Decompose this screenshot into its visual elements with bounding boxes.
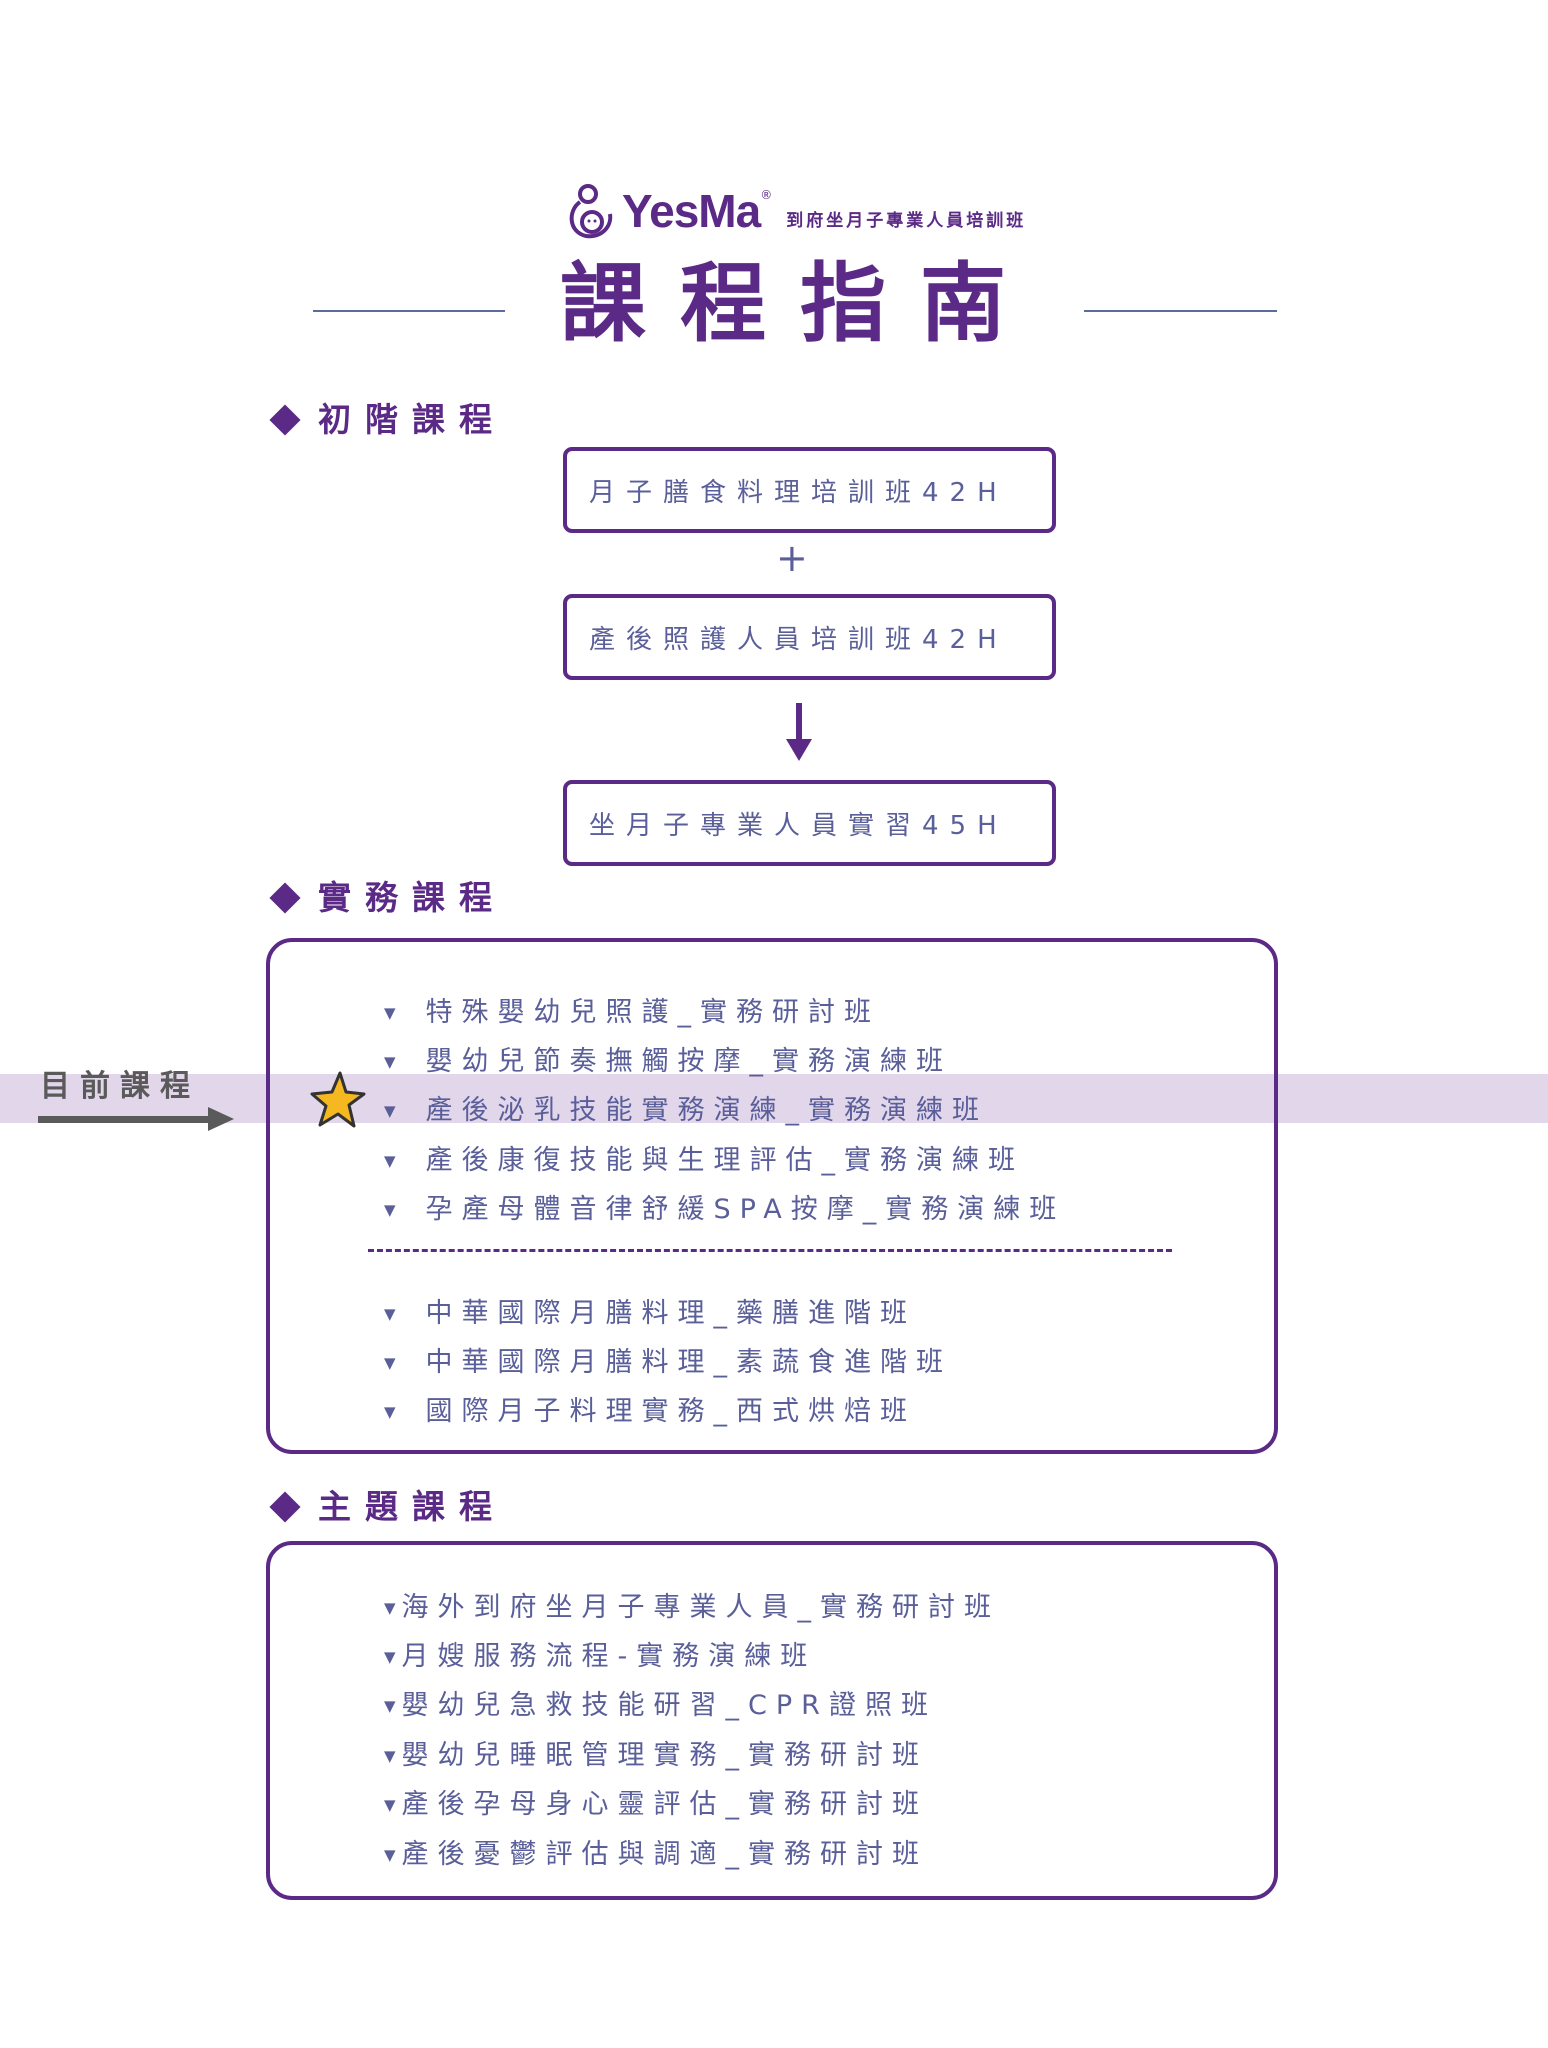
arrow-down-icon (786, 703, 812, 761)
course-name: 產後孕母身心靈評估_實務研討班 (401, 1789, 929, 1821)
practical-list-2: ▼ 中華國際月膳料理_藥膳進階班 ▼ 中華國際月膳料理_素蔬食進階班 ▼ 國際月子料理實務… (384, 1289, 952, 1437)
course-name: 國際月子料理實務_西式烘焙班 (425, 1396, 917, 1428)
course-box: 產後照護人員培訓班42H (563, 594, 1056, 680)
course-item: ▼ 嬰幼兒急救技能研習_CPR證照班 (384, 1682, 1000, 1731)
course-item: ▼ 產後孕母身心靈評估_實務研討班 (384, 1781, 1000, 1830)
heading-text: 初階課程 (318, 400, 506, 439)
star-icon (310, 1071, 366, 1128)
title-divider-left (313, 310, 505, 312)
title-divider-right (1084, 310, 1277, 312)
plus-icon: + (776, 536, 808, 580)
mother-baby-logo-icon (569, 184, 613, 239)
course-name: 嬰幼兒急救技能研習_CPR證照班 (401, 1690, 937, 1722)
triangle-bullet-icon: ▼ (384, 1304, 396, 1323)
triangle-bullet-icon: ▼ (384, 1102, 396, 1121)
practical-list-1: ▼ 特殊嬰幼兒照護_實務研討班 ▼ 嬰幼兒節奏撫觸按摩_實務演練班 ▼ 產後泌乳技能實務演… (384, 988, 1065, 1234)
registered-mark: ® (760, 188, 773, 202)
dashed-divider (368, 1249, 1172, 1252)
course-item: ▼ 嬰幼兒節奏撫觸按摩_實務演練班 (384, 1037, 1065, 1086)
triangle-bullet-icon: ▼ (384, 1353, 396, 1372)
section-heading-practical: 實務課程 (268, 878, 506, 918)
course-name: 嬰幼兒睡眠管理實務_實務研討班 (401, 1739, 929, 1771)
theme-course-box (266, 1541, 1278, 1900)
course-name: 產後泌乳技能實務演練_實務演練班 (425, 1095, 989, 1127)
course-name: 月嫂服務流程-實務演練班 (401, 1641, 817, 1673)
course-name: 中華國際月膳料理_藥膳進階班 (425, 1297, 917, 1329)
course-name: 嬰幼兒節奏撫觸按摩_實務演練班 (425, 1045, 953, 1077)
brand-name: YesMa (622, 185, 761, 237)
course-item: ▼ 產後泌乳技能實務演練_實務演練班 (384, 1087, 1065, 1136)
tagline: 到府坐月子專業人員培訓班 (786, 210, 1027, 231)
course-name: 產後憂鬱評估與調適_實務研討班 (401, 1838, 929, 1870)
course-box: 坐月子專業人員實習45H (563, 780, 1056, 866)
triangle-bullet-icon: ▼ (384, 1151, 396, 1170)
heading-text: 實務課程 (318, 878, 506, 917)
course-item: ▼ 孕產母體音律舒緩SPA按摩_實務演練班 (384, 1185, 1065, 1234)
section-heading-basic: 初階課程 (268, 400, 506, 440)
course-name: 孕產母體音律舒緩SPA按摩_實務演練班 (425, 1193, 1066, 1225)
practical-course-box (266, 938, 1278, 1454)
triangle-bullet-icon: ▼ (384, 1598, 396, 1617)
triangle-bullet-icon: ▼ (384, 1697, 396, 1716)
course-item: ▼ 特殊嬰幼兒照護_實務研討班 (384, 988, 1065, 1037)
course-name: 產後康復技能與生理評估_實務演練班 (425, 1144, 1025, 1176)
triangle-bullet-icon: ▼ (384, 1403, 396, 1422)
triangle-bullet-icon: ▼ (384, 1052, 396, 1071)
course-item: ▼ 中華國際月膳料理_藥膳進階班 (384, 1289, 952, 1338)
course-item: ▼ 月嫂服務流程-實務演練班 (384, 1632, 1000, 1681)
course-name: 中華國際月膳料理_素蔬食進階班 (425, 1346, 953, 1378)
course-item: ▼ 國際月子料理實務_西式烘焙班 (384, 1388, 952, 1437)
course-box: 月子膳食料理培訓班42H (563, 447, 1056, 533)
course-item: ▼ 嬰幼兒睡眠管理實務_實務研討班 (384, 1731, 1000, 1780)
triangle-bullet-icon: ▼ (384, 1648, 396, 1667)
diamond-icon (269, 404, 301, 436)
diamond-icon (269, 1491, 301, 1523)
diamond-icon (269, 882, 301, 914)
current-course-highlight (0, 1074, 1548, 1123)
arrow-right-icon (38, 1107, 234, 1131)
course-item: ▼ 產後康復技能與生理評估_實務演練班 (384, 1136, 1065, 1185)
triangle-bullet-icon: ▼ (384, 1845, 396, 1864)
triangle-bullet-icon: ▼ (384, 1746, 396, 1765)
theme-list: ▼ 海外到府坐月子專業人員_實務研討班 ▼ 月嫂服務流程-實務演練班 ▼ 嬰幼兒急救技能研… (384, 1583, 1000, 1879)
course-item: ▼ 產後憂鬱評估與調適_實務研討班 (384, 1830, 1000, 1879)
course-item: ▼ 中華國際月膳料理_素蔬食進階班 (384, 1338, 952, 1387)
page-title: 課程指南 (560, 254, 1040, 354)
triangle-bullet-icon: ▼ (384, 1200, 396, 1219)
triangle-bullet-icon: ▼ (384, 1003, 396, 1022)
course-name: 海外到府坐月子專業人員_實務研討班 (401, 1591, 1001, 1623)
course-name: 特殊嬰幼兒照護_實務研討班 (425, 996, 881, 1028)
triangle-bullet-icon: ▼ (384, 1796, 396, 1815)
course-item: ▼ 海外到府坐月子專業人員_實務研討班 (384, 1583, 1000, 1632)
heading-text: 主題課程 (318, 1487, 506, 1526)
current-course-label: 目前課程 (40, 1069, 200, 1104)
logo: YesMa ® 到府坐月子專業人員培訓班 (566, 180, 1026, 242)
section-heading-theme: 主題課程 (268, 1487, 506, 1527)
